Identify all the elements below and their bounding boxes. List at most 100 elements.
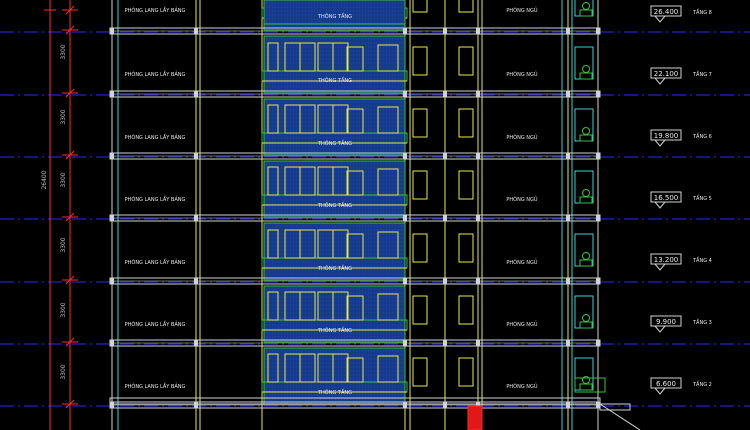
room-label-center: THÔNG TẦNG	[317, 326, 352, 334]
door-frame	[412, 46, 428, 76]
column-cap	[566, 215, 570, 221]
door-frame	[412, 108, 428, 138]
column-cap	[443, 278, 447, 284]
atrium-glass	[263, 347, 406, 405]
door-frame	[412, 295, 428, 325]
level-floor-tag: TẦNG 7	[692, 70, 712, 78]
dimension-tick	[65, 275, 75, 285]
door-frame	[458, 357, 474, 387]
facade-window	[574, 46, 594, 80]
room-label-right: PHÒNG NGỦ	[506, 70, 538, 78]
atrium-glass	[263, 98, 406, 156]
column-cap	[194, 153, 198, 159]
room-label-center: THÔNG TẦNG	[317, 264, 352, 272]
door-frame	[346, 357, 364, 383]
column-cap	[194, 340, 198, 346]
room-label-left: PHÒNG LANG LẦY BẢNG	[125, 6, 186, 14]
column-cap	[403, 402, 407, 408]
door-frame	[458, 0, 474, 13]
entrance-ramp	[599, 403, 641, 430]
column-cap	[403, 91, 407, 97]
column-cap	[566, 91, 570, 97]
facade-window	[574, 170, 594, 204]
door-frame	[346, 233, 364, 259]
column-cap	[443, 402, 447, 408]
room-labels: PHÒNG LANG LẦY BẢNG THÔNG TẦNG PHÒNG NGỦ PH…	[125, 6, 538, 396]
dimension-tick	[65, 337, 75, 347]
planter-box	[579, 72, 593, 80]
column-cap	[110, 91, 114, 97]
planter-box	[579, 134, 593, 142]
door-frame	[412, 0, 428, 13]
planter-box	[579, 196, 593, 204]
column-cap	[403, 28, 407, 34]
entrance-door	[467, 405, 483, 430]
facade-window	[574, 108, 594, 142]
room-label-left: PHÒNG LANG LẦY BẢNG	[125, 133, 186, 141]
column-cap	[566, 402, 570, 408]
column-cap	[476, 340, 480, 346]
column-cap	[110, 402, 114, 408]
dimension-value: 3300	[60, 44, 67, 59]
column-cap	[194, 28, 198, 34]
room-label-right: PHÒNG NGỦ	[506, 382, 538, 390]
door-frame	[377, 44, 399, 72]
column-cap	[476, 278, 480, 284]
column-cap	[403, 215, 407, 221]
column-cap	[110, 340, 114, 346]
door-frame	[377, 168, 399, 196]
column-cap	[596, 215, 600, 221]
planter-plant	[582, 189, 590, 197]
door-frame	[377, 293, 399, 321]
column-cap	[596, 278, 600, 284]
door-frame	[267, 104, 279, 134]
facade-window	[574, 233, 594, 267]
room-label-center: THÔNG TẦNG	[317, 12, 352, 20]
dimension-total: 26400	[41, 170, 48, 189]
facade-window	[574, 357, 594, 391]
door-frame	[346, 46, 364, 72]
column-cap	[110, 153, 114, 159]
planter-box	[579, 321, 593, 329]
dimension-tick	[65, 88, 75, 98]
door-frame	[412, 233, 428, 263]
door-frame	[412, 170, 428, 200]
room-label-right: PHÒNG NGỦ	[506, 320, 538, 328]
column-cap	[476, 28, 480, 34]
column-cap	[443, 28, 447, 34]
door-frame	[267, 166, 279, 196]
level-elevation: 9.900	[656, 318, 676, 326]
column-cap	[110, 278, 114, 284]
door-frame	[267, 353, 279, 383]
planter-plant	[582, 127, 590, 135]
dimension-tick	[65, 212, 75, 222]
dimension-tick	[65, 399, 75, 409]
level-floor-tag: TẦNG 2	[692, 380, 712, 388]
planter-box	[579, 9, 593, 17]
dimension-tick	[65, 25, 75, 35]
planter-plant	[582, 314, 590, 322]
column-cap	[596, 91, 600, 97]
room-label-left: PHÒNG LANG LẦY BẢNG	[125, 382, 186, 390]
facade-window	[574, 295, 594, 329]
door-frame	[458, 170, 474, 200]
level-floor-tag: TẦNG 4	[692, 256, 712, 264]
dimension-tick	[65, 150, 75, 160]
planter-box	[579, 259, 593, 267]
facade-window	[574, 0, 594, 17]
level-marker-triangle	[654, 77, 666, 85]
room-label-right: PHÒNG NGỦ	[506, 258, 538, 266]
column-cap	[476, 153, 480, 159]
level-elevation: 22.100	[654, 70, 679, 78]
door-frame	[412, 357, 428, 387]
column-cap	[566, 28, 570, 34]
column-cap	[194, 91, 198, 97]
column-cap	[443, 340, 447, 346]
door-frame	[346, 108, 364, 134]
room-label-center: THÔNG TẦNG	[317, 201, 352, 209]
door-frame	[458, 108, 474, 138]
door-frame	[458, 46, 474, 76]
